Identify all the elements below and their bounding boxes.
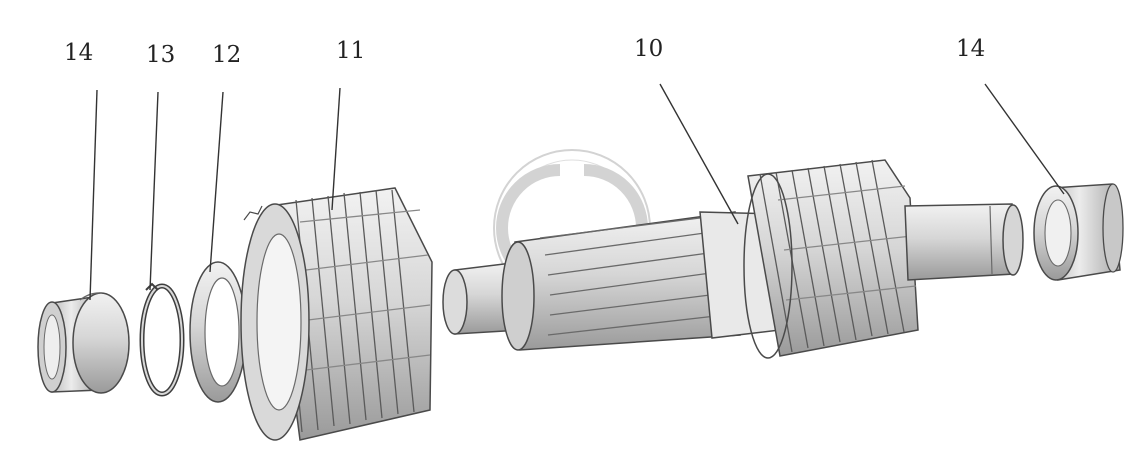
callout-13: 13 — [146, 42, 175, 68]
leader-14-left — [89, 89, 98, 301]
callout-14-left: 14 — [64, 40, 93, 66]
leader-11 — [331, 87, 341, 211]
snap-ring — [139, 282, 185, 397]
callout-11: 11 — [336, 38, 365, 64]
leader-14-right — [984, 83, 1065, 195]
gear-teeth-10 — [759, 159, 917, 353]
helical-gear — [240, 187, 433, 441]
leader-10 — [659, 83, 739, 225]
spline-grooves — [539, 217, 719, 336]
callout-12: 12 — [212, 42, 241, 68]
callout-14-right: 14 — [956, 36, 985, 62]
bearing-race-right — [1033, 183, 1124, 281]
thrust-washer — [189, 261, 247, 403]
leader-12 — [209, 91, 224, 273]
leader-13 — [149, 91, 159, 291]
gear-shaft — [442, 159, 1024, 359]
callout-10: 10 — [634, 36, 663, 62]
bearing-race-left — [37, 292, 130, 394]
leader-lines — [89, 83, 1065, 301]
callout-labels: 14 13 12 11 10 14 — [64, 36, 985, 68]
